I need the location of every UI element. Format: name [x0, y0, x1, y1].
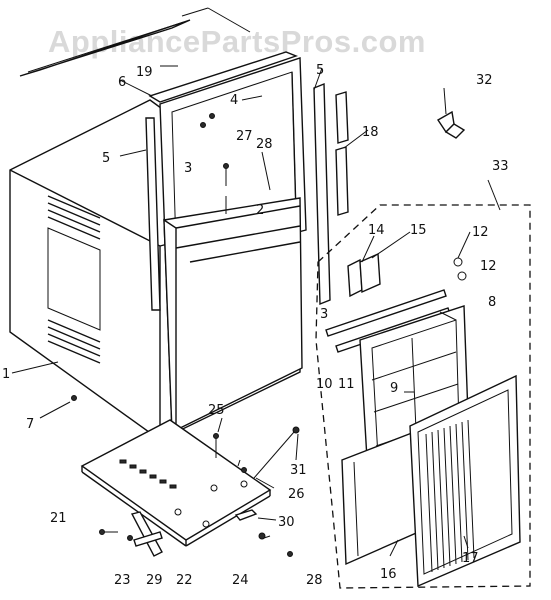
label-1: 1 — [2, 367, 10, 382]
label-27: 27 — [236, 129, 253, 144]
label-23: 23 — [114, 573, 131, 588]
cabinet-louvers — [47, 195, 101, 364]
label-18: 18 — [362, 125, 379, 140]
label-17: 17 — [462, 551, 479, 566]
screws-top — [200, 113, 229, 214]
label-33: 33 — [492, 159, 509, 174]
base-pan — [80, 419, 272, 557]
label-14: 14 — [368, 223, 385, 238]
label-25: 25 — [208, 403, 225, 418]
label-12: 12 — [472, 225, 489, 240]
label-8: 8 — [488, 295, 496, 310]
label-30: 30 — [278, 515, 295, 530]
label-11: 11 — [338, 377, 355, 392]
label-2: 2 — [256, 203, 264, 218]
label-21: 21 — [50, 511, 67, 526]
bracket — [437, 110, 466, 139]
label-19: 19 — [136, 65, 153, 80]
front-grille-assembly — [325, 252, 521, 588]
label-24: 24 — [232, 573, 249, 588]
front-grille-assembly-outline — [315, 204, 531, 589]
label-32: 32 — [476, 73, 493, 88]
label-31: 31 — [290, 463, 307, 478]
label-5: 5 — [102, 151, 110, 166]
label-26: 26 — [288, 487, 305, 502]
part-labels: 1 2 3 3 4 5 5 6 7 8 9 10 11 12 12 14 15 … — [2, 63, 509, 588]
leader-lines — [11, 65, 501, 557]
label-28: 28 — [256, 137, 273, 152]
base-screws — [71, 395, 300, 557]
label-5b: 5 — [316, 63, 324, 78]
label-6: 6 — [118, 75, 126, 90]
label-28b: 28 — [306, 573, 323, 588]
label-29: 29 — [146, 573, 163, 588]
label-3: 3 — [184, 161, 192, 176]
watermark: AppliancePartsPros.com — [48, 24, 426, 59]
label-15: 15 — [410, 223, 427, 238]
label-10: 10 — [316, 377, 333, 392]
label-16: 16 — [380, 567, 397, 582]
label-3b: 3 — [320, 307, 328, 322]
side-seals — [145, 82, 349, 311]
label-12b: 12 — [480, 259, 497, 274]
front-panel — [163, 197, 303, 438]
base-vents — [119, 459, 177, 489]
label-7: 7 — [26, 417, 34, 432]
label-4: 4 — [230, 93, 238, 108]
label-9: 9 — [390, 381, 398, 396]
label-22: 22 — [176, 573, 193, 588]
